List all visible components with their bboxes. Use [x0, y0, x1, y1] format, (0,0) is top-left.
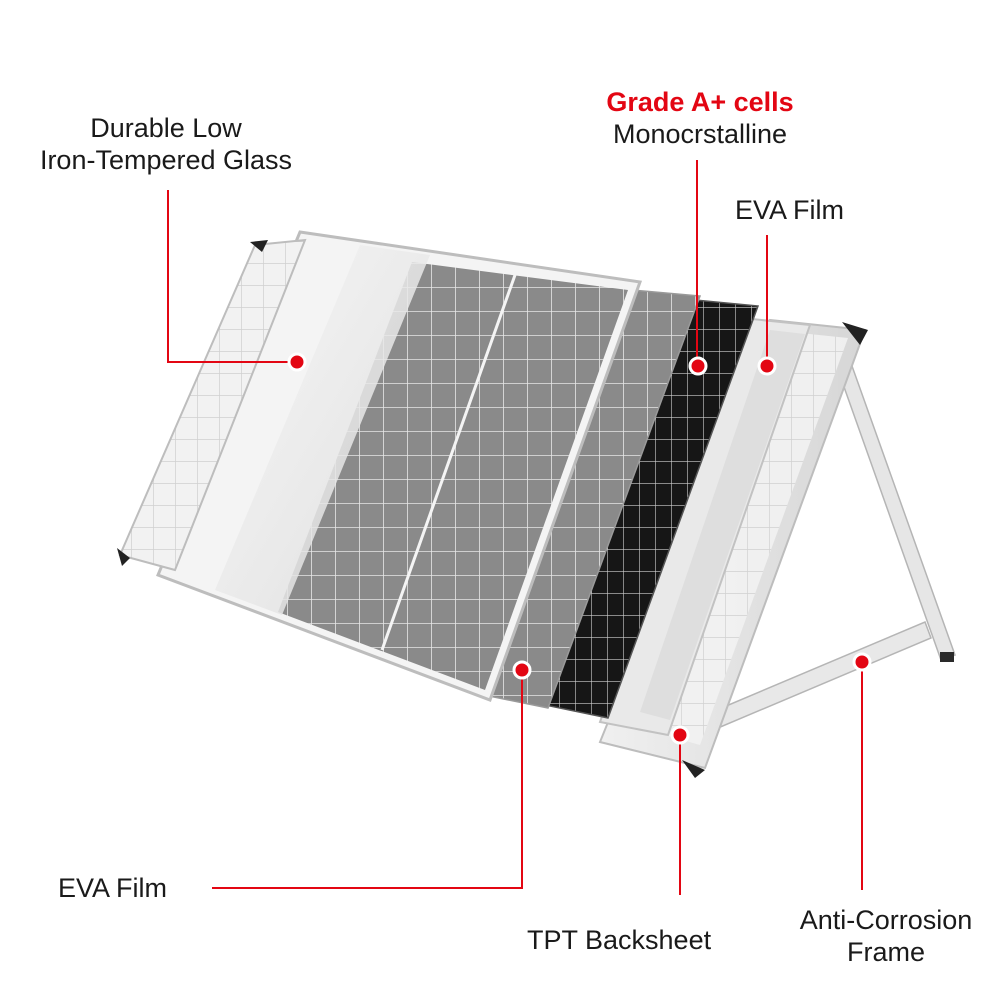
dot-eva-bottom — [512, 660, 532, 680]
label-glass-line1: Durable Low — [90, 113, 242, 143]
label-cells-type: Monocrstalline — [612, 119, 788, 149]
dot-eva-top — [757, 356, 777, 376]
label-frame-line2: Frame — [846, 937, 925, 967]
label-eva-top: EVA Film — [735, 195, 845, 225]
label-frame: Anti-Corrosion Frame — [780, 904, 992, 968]
callout-line-eva-bottom — [212, 670, 523, 889]
label-frame-line1: Anti-Corrosion — [799, 905, 973, 935]
label-cells-grade: Grade A+ cells — [606, 87, 794, 117]
callout-line-glass — [167, 190, 297, 363]
callout-lines — [167, 160, 863, 895]
label-glass-line2: Iron-Tempered Glass — [39, 145, 293, 175]
tempered-glass-layer — [215, 245, 430, 615]
dot-glass — [287, 352, 307, 372]
leg-foot — [940, 652, 954, 662]
label-cells: Grade A+ cells Monocrstalline — [580, 86, 820, 150]
callout-dots — [287, 352, 872, 745]
front-frame-panel — [117, 238, 307, 572]
label-glass: Durable Low Iron-Tempered Glass — [10, 112, 322, 176]
dot-frame — [852, 652, 872, 672]
label-backsheet: TPT Backsheet — [527, 925, 712, 955]
dot-cells — [688, 356, 708, 376]
dot-backsheet — [670, 725, 690, 745]
label-eva-bottom: EVA Film — [58, 873, 168, 903]
